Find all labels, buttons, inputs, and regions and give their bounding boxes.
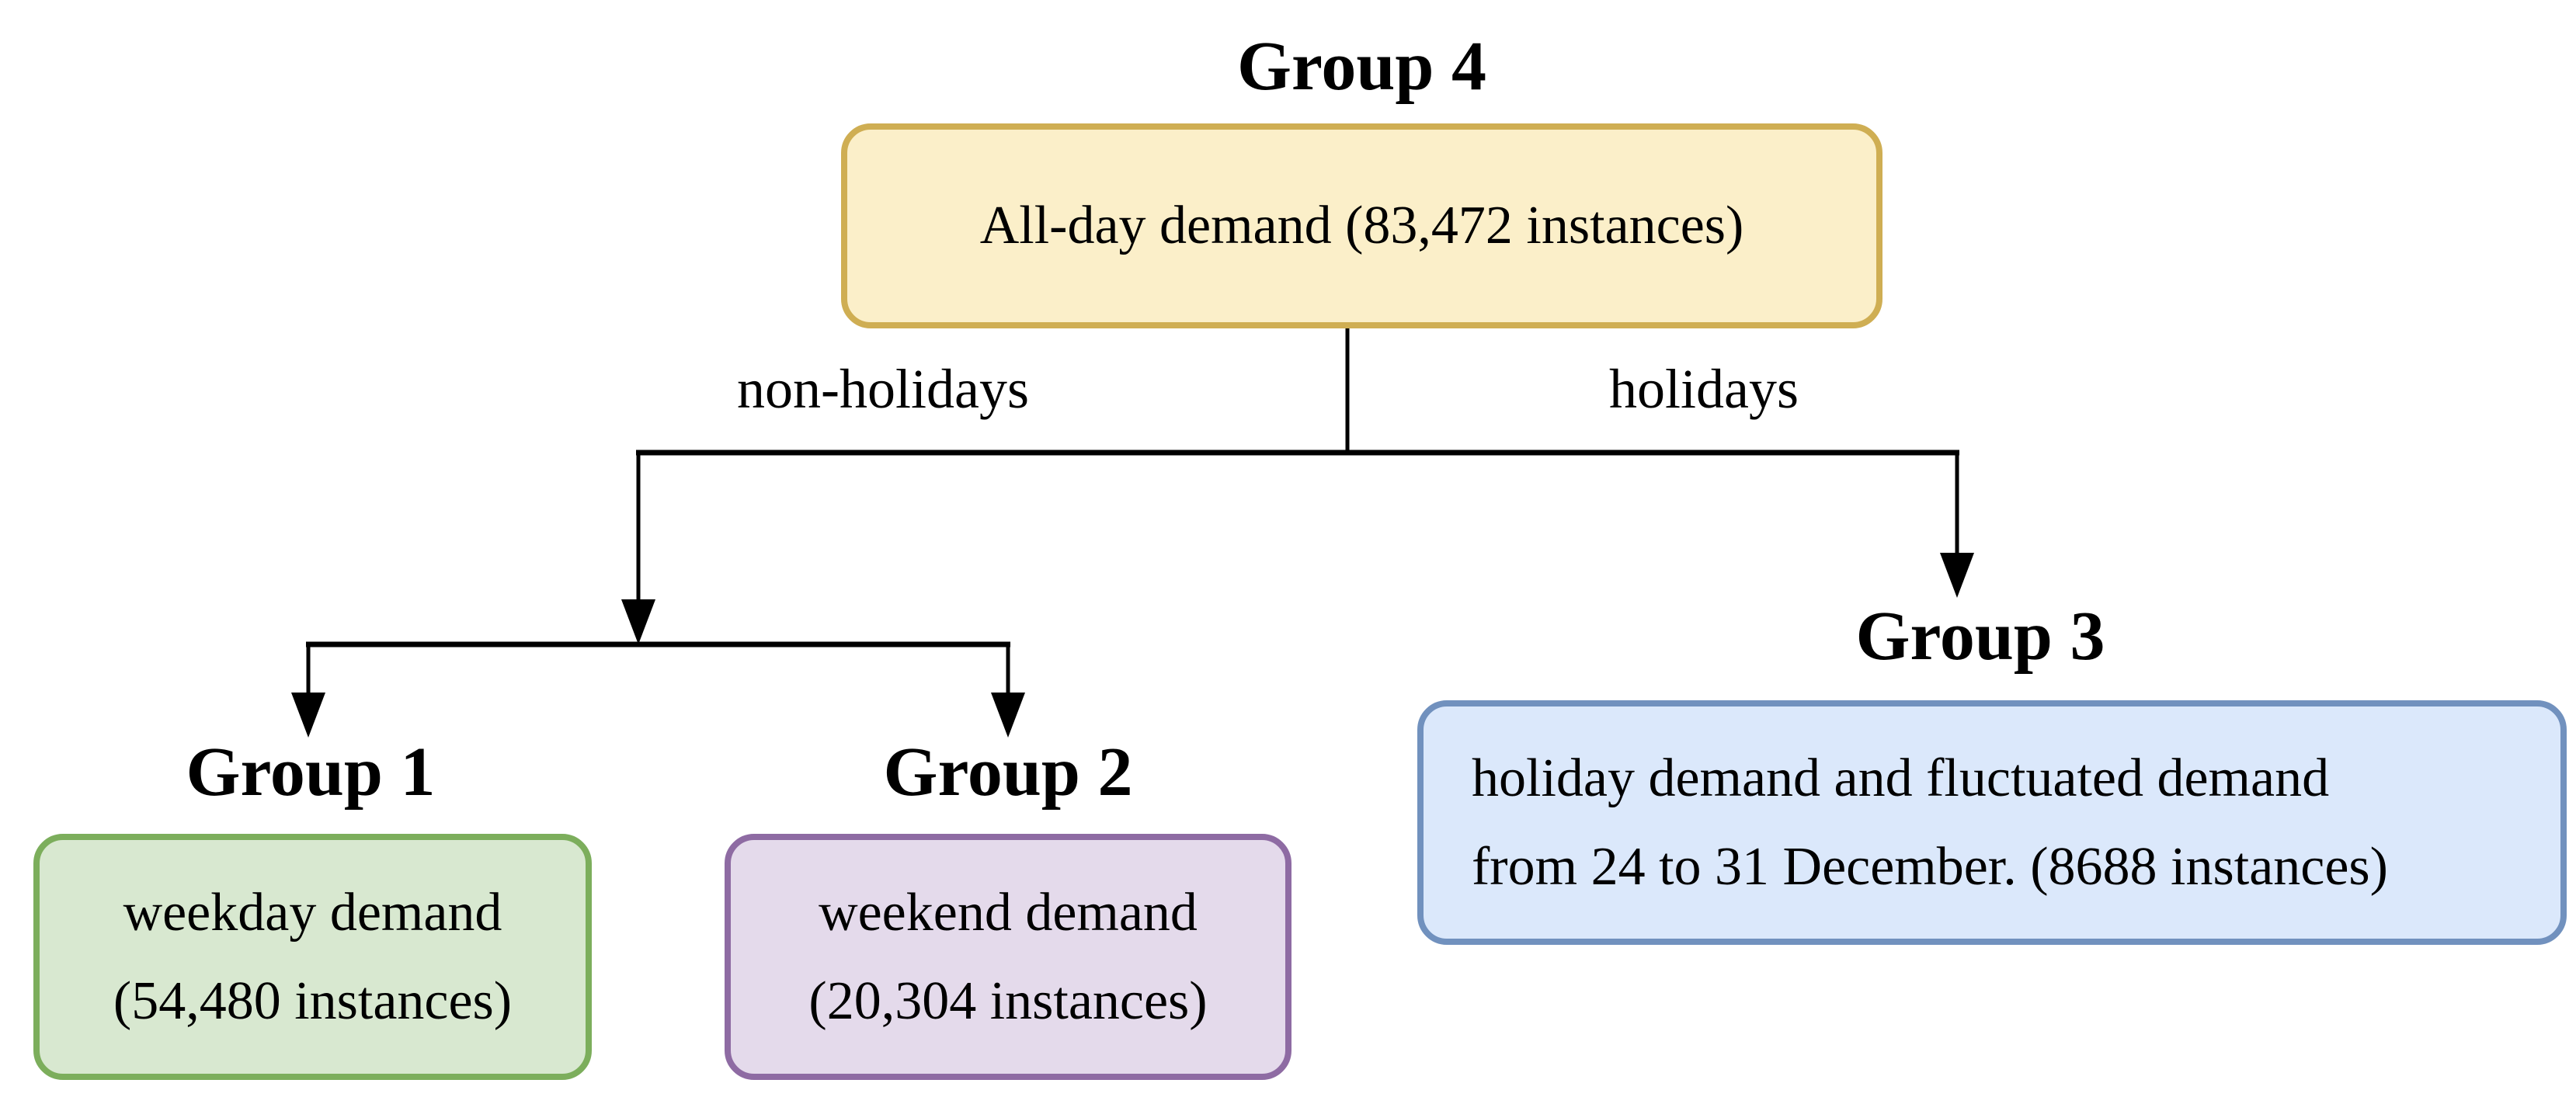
group3-label: Group 3 [1855, 598, 2105, 675]
group4-box-text: All-day demand (83,472 instances) [979, 196, 1744, 256]
group1-box-text-line1: weekday demand [123, 883, 502, 943]
edge-label-non-holidays: non-holidays [737, 358, 1029, 420]
group4-box: All-day demand (83,472 instances) [841, 123, 1882, 328]
group1-label: Group 1 [186, 734, 436, 811]
group2-box-text-line2: (20,304 instances) [808, 970, 1208, 1031]
edge-label-holidays: holidays [1609, 358, 1799, 420]
group2-label: Group 2 [883, 734, 1133, 811]
group2-box: weekend demand (20,304 instances) [725, 834, 1291, 1080]
arrowhead-group1 [291, 693, 325, 738]
group4-label: Group 4 [1237, 28, 1486, 105]
group2-box-text-line1: weekend demand [819, 883, 1198, 943]
arrowhead-group2 [991, 693, 1025, 738]
arrowhead-left-branch [621, 599, 655, 644]
arrowhead-right-branch [1940, 553, 1974, 598]
group3-box: holiday demand and fluctuated demand fro… [1417, 700, 2567, 945]
group1-box-text-line2: (54,480 instances) [113, 970, 513, 1031]
group3-box-text-line2: from 24 to 31 December. (8688 instances) [1472, 836, 2388, 897]
group1-box: weekday demand (54,480 instances) [33, 834, 592, 1080]
group3-box-text-line1: holiday demand and fluctuated demand [1472, 748, 2330, 809]
